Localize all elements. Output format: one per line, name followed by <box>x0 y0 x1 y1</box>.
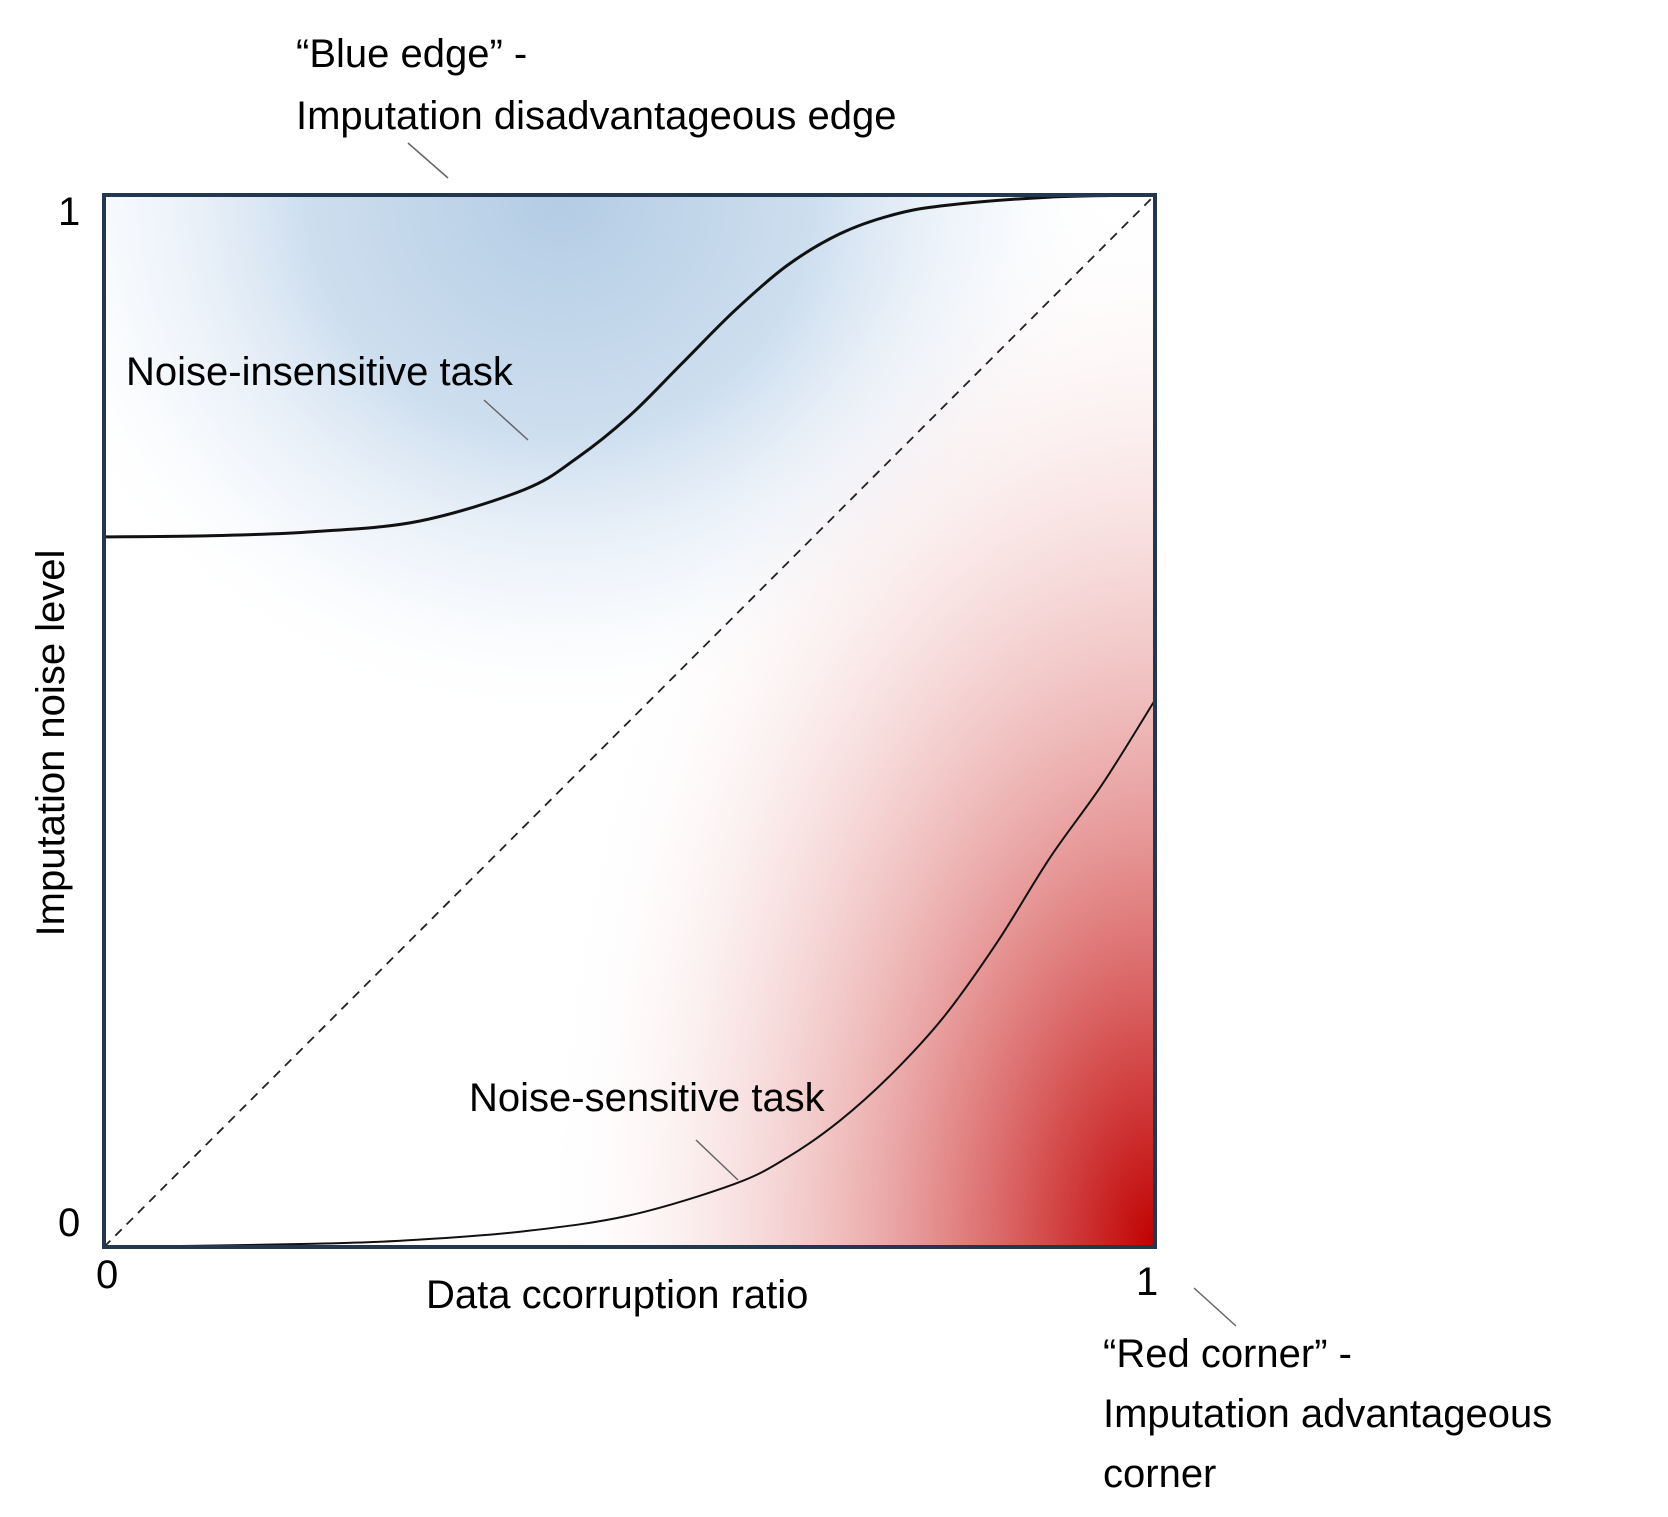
noise-insensitive-label: Noise-insensitive task <box>126 350 513 394</box>
blue-edge-leader <box>407 142 449 179</box>
noise-sensitive-curve <box>103 699 1156 1248</box>
plot-frame <box>102 193 1157 1249</box>
noise-sensitive-label: Noise-sensitive task <box>469 1076 825 1120</box>
blue-edge-title: “Blue edge” - <box>296 32 528 76</box>
red-corner-subtitle-line1: Imputation advantageous <box>1103 1392 1553 1436</box>
noise-insensitive-leader <box>483 399 529 441</box>
red-corner-title: “Red corner” - <box>1103 1332 1352 1376</box>
blue-edge-subtitle: Imputation disadvantageous edge <box>296 94 897 138</box>
x-axis-label: Data ccorruption ratio <box>426 1273 809 1317</box>
red-corner-subtitle-line2: corner <box>1103 1452 1217 1496</box>
diagonal-dashed-line <box>103 194 1156 1248</box>
y-tick-0: 0 <box>58 1201 81 1245</box>
red-corner-leader <box>1193 1287 1237 1327</box>
noise-sensitive-leader <box>695 1139 739 1181</box>
y-tick-1: 1 <box>58 190 81 234</box>
noise-insensitive-curve <box>103 193 1156 539</box>
x-tick-1: 1 <box>1136 1260 1159 1304</box>
x-tick-0: 0 <box>96 1253 119 1297</box>
y-axis-label: Imputation noise level <box>29 549 73 937</box>
